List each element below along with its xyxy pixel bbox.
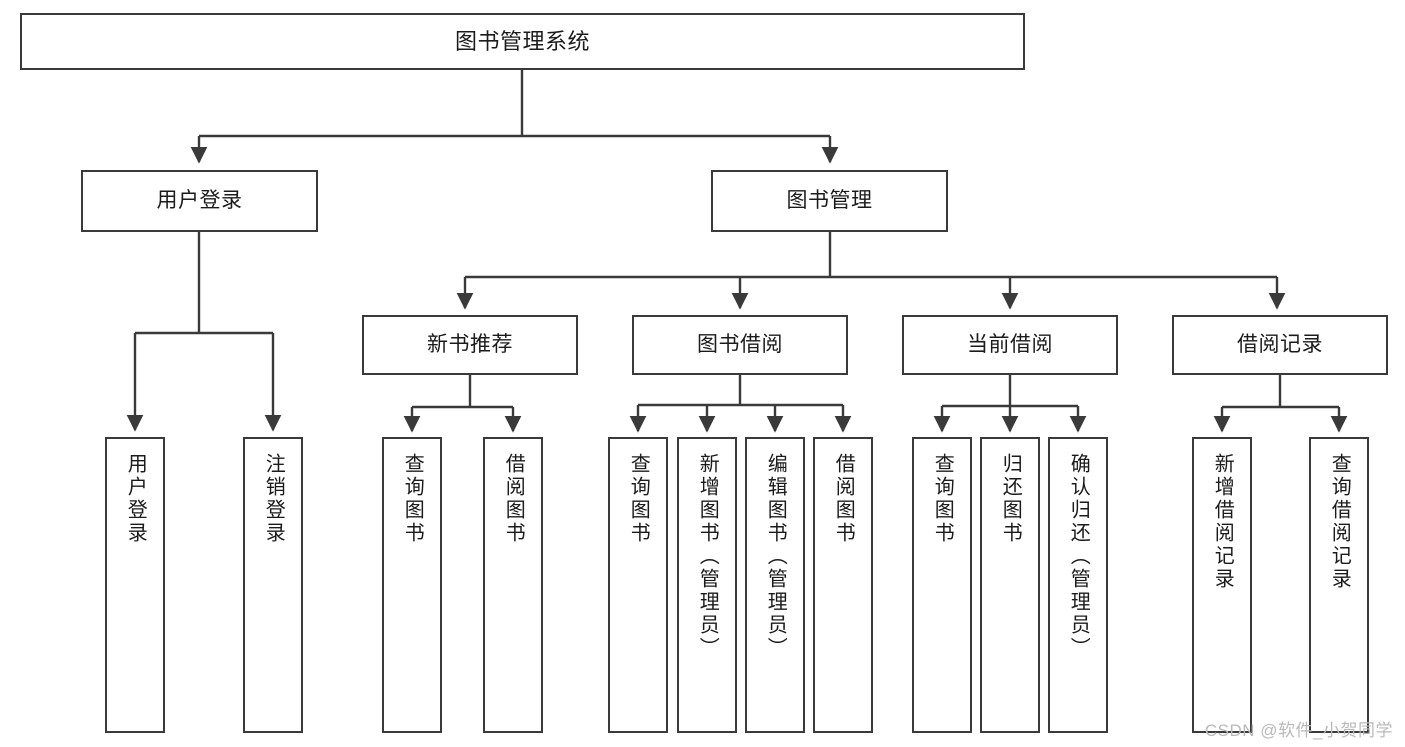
node-label: 图书管理: [786, 188, 873, 212]
node-book-borrow[interactable]: 图书借阅: [632, 315, 848, 375]
node-label: 图书借阅: [697, 332, 783, 356]
node-label: 用户登录: [156, 188, 243, 212]
node-label: 新书推荐: [427, 332, 513, 356]
leaf-return-book[interactable]: 归还图书: [980, 437, 1040, 733]
node-label: 查询图书: [627, 453, 650, 545]
node-label: 借阅图书: [832, 453, 855, 545]
node-user-login[interactable]: 用户登录: [81, 170, 318, 232]
leaf-user-logout[interactable]: 注销登录: [243, 437, 303, 733]
leaf-query-borrow-record[interactable]: 查询借阅记录: [1309, 437, 1369, 733]
node-borrow-record[interactable]: 借阅记录: [1172, 315, 1388, 375]
node-label: 借阅记录: [1237, 332, 1323, 356]
node-label: 用户登录: [124, 453, 147, 545]
node-label: 查询图书: [401, 453, 424, 545]
watermark: CSDN @软件_小贺同学: [1204, 721, 1393, 740]
leaf-query-book[interactable]: 查询图书: [608, 437, 668, 733]
node-label: 确认归还（管理员）: [1067, 453, 1090, 660]
leaf-borrow-book-recommend[interactable]: 借阅图书: [483, 437, 543, 733]
node-label: 注销登录: [262, 453, 285, 545]
leaf-borrow-book[interactable]: 借阅图书: [813, 437, 873, 733]
leaf-add-borrow-record[interactable]: 新增借阅记录: [1192, 437, 1252, 733]
node-label: 编辑图书（管理员）: [764, 453, 787, 660]
node-new-book-recommend[interactable]: 新书推荐: [362, 315, 578, 375]
leaf-add-book-admin[interactable]: 新增图书（管理员）: [677, 437, 737, 733]
node-label: 查询图书: [931, 453, 954, 545]
leaf-edit-book-admin[interactable]: 编辑图书（管理员）: [745, 437, 805, 733]
leaf-confirm-return-admin[interactable]: 确认归还（管理员）: [1048, 437, 1108, 733]
node-label: 图书管理系统: [454, 28, 590, 54]
leaf-query-book-current[interactable]: 查询图书: [912, 437, 972, 733]
node-root-system[interactable]: 图书管理系统: [20, 13, 1025, 70]
node-label: 归还图书: [999, 453, 1022, 545]
leaf-user-login[interactable]: 用户登录: [105, 437, 165, 733]
node-label: 借阅图书: [502, 453, 525, 545]
node-book-management[interactable]: 图书管理: [711, 170, 948, 232]
node-label: 新增图书（管理员）: [696, 453, 719, 660]
node-label: 当前借阅: [967, 332, 1053, 356]
node-label: 新增借阅记录: [1211, 453, 1234, 591]
leaf-query-book-recommend[interactable]: 查询图书: [382, 437, 442, 733]
node-label: 查询借阅记录: [1328, 453, 1351, 591]
node-current-borrow[interactable]: 当前借阅: [902, 315, 1118, 375]
